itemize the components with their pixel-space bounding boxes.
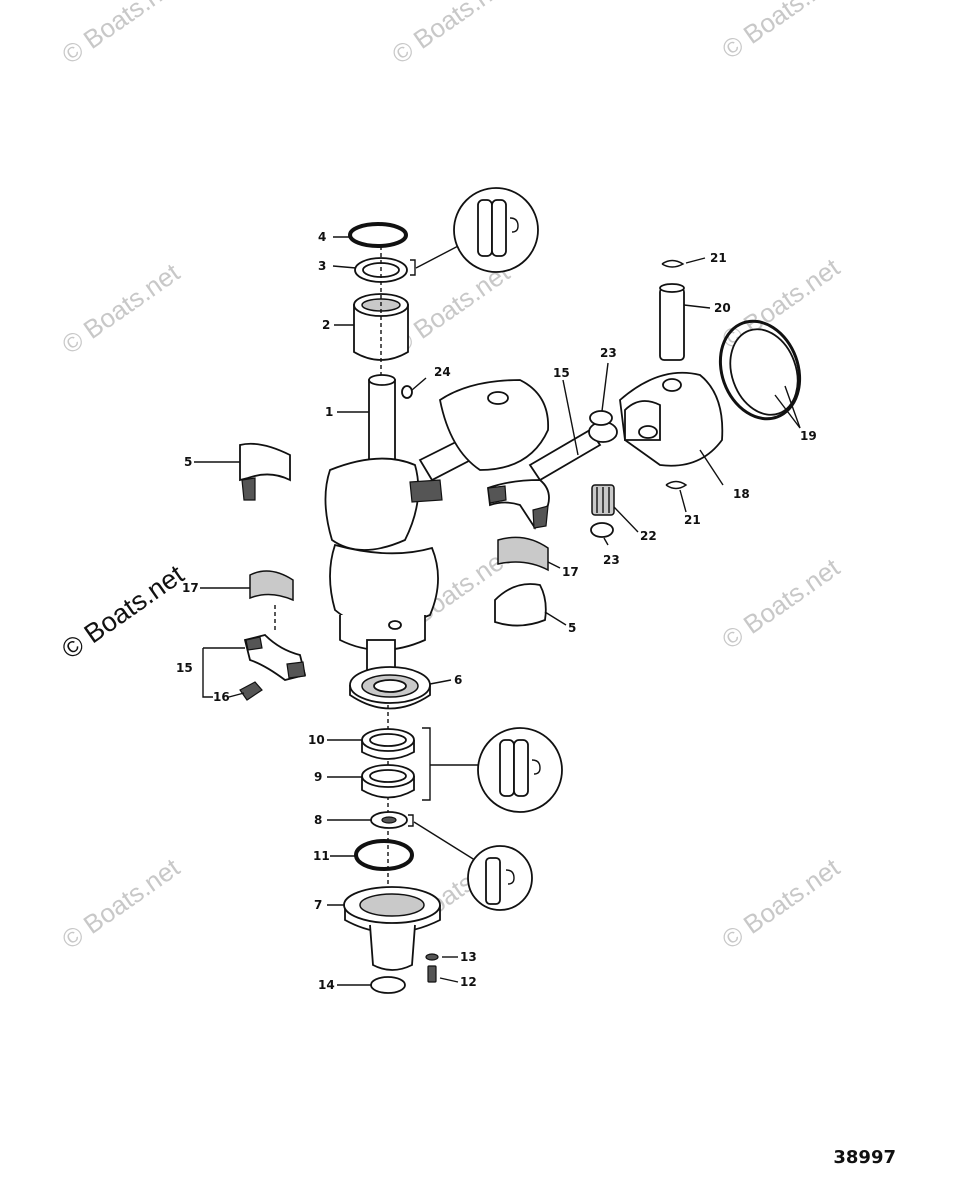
part-8-bearing [370, 811, 408, 829]
part-20-piston-pin [659, 283, 685, 361]
callout-13: 13 [460, 950, 477, 964]
part-18-piston [619, 371, 724, 467]
callout-12: 12 [460, 975, 477, 989]
callout-21: 21 [684, 513, 701, 527]
part-22-needle-bearing [591, 484, 615, 516]
part-23-washer-top [589, 410, 613, 426]
callout-9: 9 [314, 770, 322, 784]
callout-5: 5 [568, 621, 576, 635]
part-24-key [401, 385, 413, 399]
part-7-end-cap [343, 886, 441, 971]
part-13-washer [425, 953, 439, 961]
callout-11: 11 [313, 849, 330, 863]
callout-10: 10 [308, 733, 325, 747]
part-5-rod-cap-right [494, 583, 547, 627]
part-5-rod-cap-left [239, 442, 291, 501]
callout-4: 4 [318, 230, 326, 244]
part-4-o-ring [348, 222, 408, 248]
callout-17: 17 [182, 581, 199, 595]
callout-15: 15 [553, 366, 570, 380]
part-16-bolt [239, 681, 263, 701]
part-14-seal [370, 976, 406, 994]
watermark: © Boats.net [56, 257, 185, 360]
callout-14: 14 [318, 978, 335, 992]
watermark: © Boats.net [56, 852, 185, 955]
callout-17: 17 [562, 565, 579, 579]
callout-8: 8 [314, 813, 322, 827]
part-12-bolt [427, 965, 437, 983]
callout-7: 7 [314, 898, 322, 912]
callout-2: 2 [322, 318, 330, 332]
watermark: © Boats.net [716, 0, 845, 65]
callout-20: 20 [714, 301, 731, 315]
callout-15: 15 [176, 661, 193, 675]
callout-5: 5 [184, 455, 192, 469]
part-15-rod-cap-left [243, 634, 307, 681]
leader-lines [194, 236, 801, 986]
part-23-washer-bottom [590, 522, 614, 538]
watermarks: © Boats.net © Boats.net © Boats.net © Bo… [56, 0, 845, 955]
watermark: © Boats.net [716, 552, 845, 655]
callout-22: 22 [640, 529, 657, 543]
callout-21: 21 [710, 251, 727, 265]
part-6-ball-bearing [349, 666, 431, 710]
callout-6: 6 [454, 673, 462, 687]
part-10-bearing-race [361, 728, 415, 760]
part-9-bearing-race [361, 764, 415, 799]
part-21-clip-bottom [665, 480, 688, 490]
part-19-piston-rings [718, 319, 802, 421]
part-17-needle-bearing-left [249, 570, 294, 602]
detail-circle-bottom [467, 845, 533, 911]
assembled-piston-rod [409, 379, 549, 503]
part-21-clip-top [661, 259, 685, 268]
watermark-dark: © Boats.net [56, 559, 190, 665]
callout-23: 23 [603, 553, 620, 567]
watermark: © Boats.net [716, 852, 845, 955]
detail-circle-top [453, 187, 539, 273]
callouts: 4 3 2 1 24 5 17 15 16 6 10 9 8 11 7 13 1… [176, 230, 817, 992]
callout-23: 23 [600, 346, 617, 360]
callout-1: 1 [325, 405, 333, 419]
watermark: © Boats.net [386, 0, 515, 70]
part-1-crankshaft [324, 374, 439, 671]
callout-3: 3 [318, 259, 326, 273]
callout-24: 24 [434, 365, 451, 379]
watermark: © Boats.net [56, 0, 185, 70]
part-17-needle-bearing-right [497, 536, 549, 572]
part-11-o-ring [354, 839, 414, 871]
figure-number: 38997 [833, 1147, 896, 1168]
part-15-connecting-rod-right [487, 421, 618, 530]
callout-18: 18 [733, 487, 750, 501]
detail-circle-middle [477, 727, 563, 813]
callout-19: 19 [800, 429, 817, 443]
callout-16: 16 [213, 690, 230, 704]
